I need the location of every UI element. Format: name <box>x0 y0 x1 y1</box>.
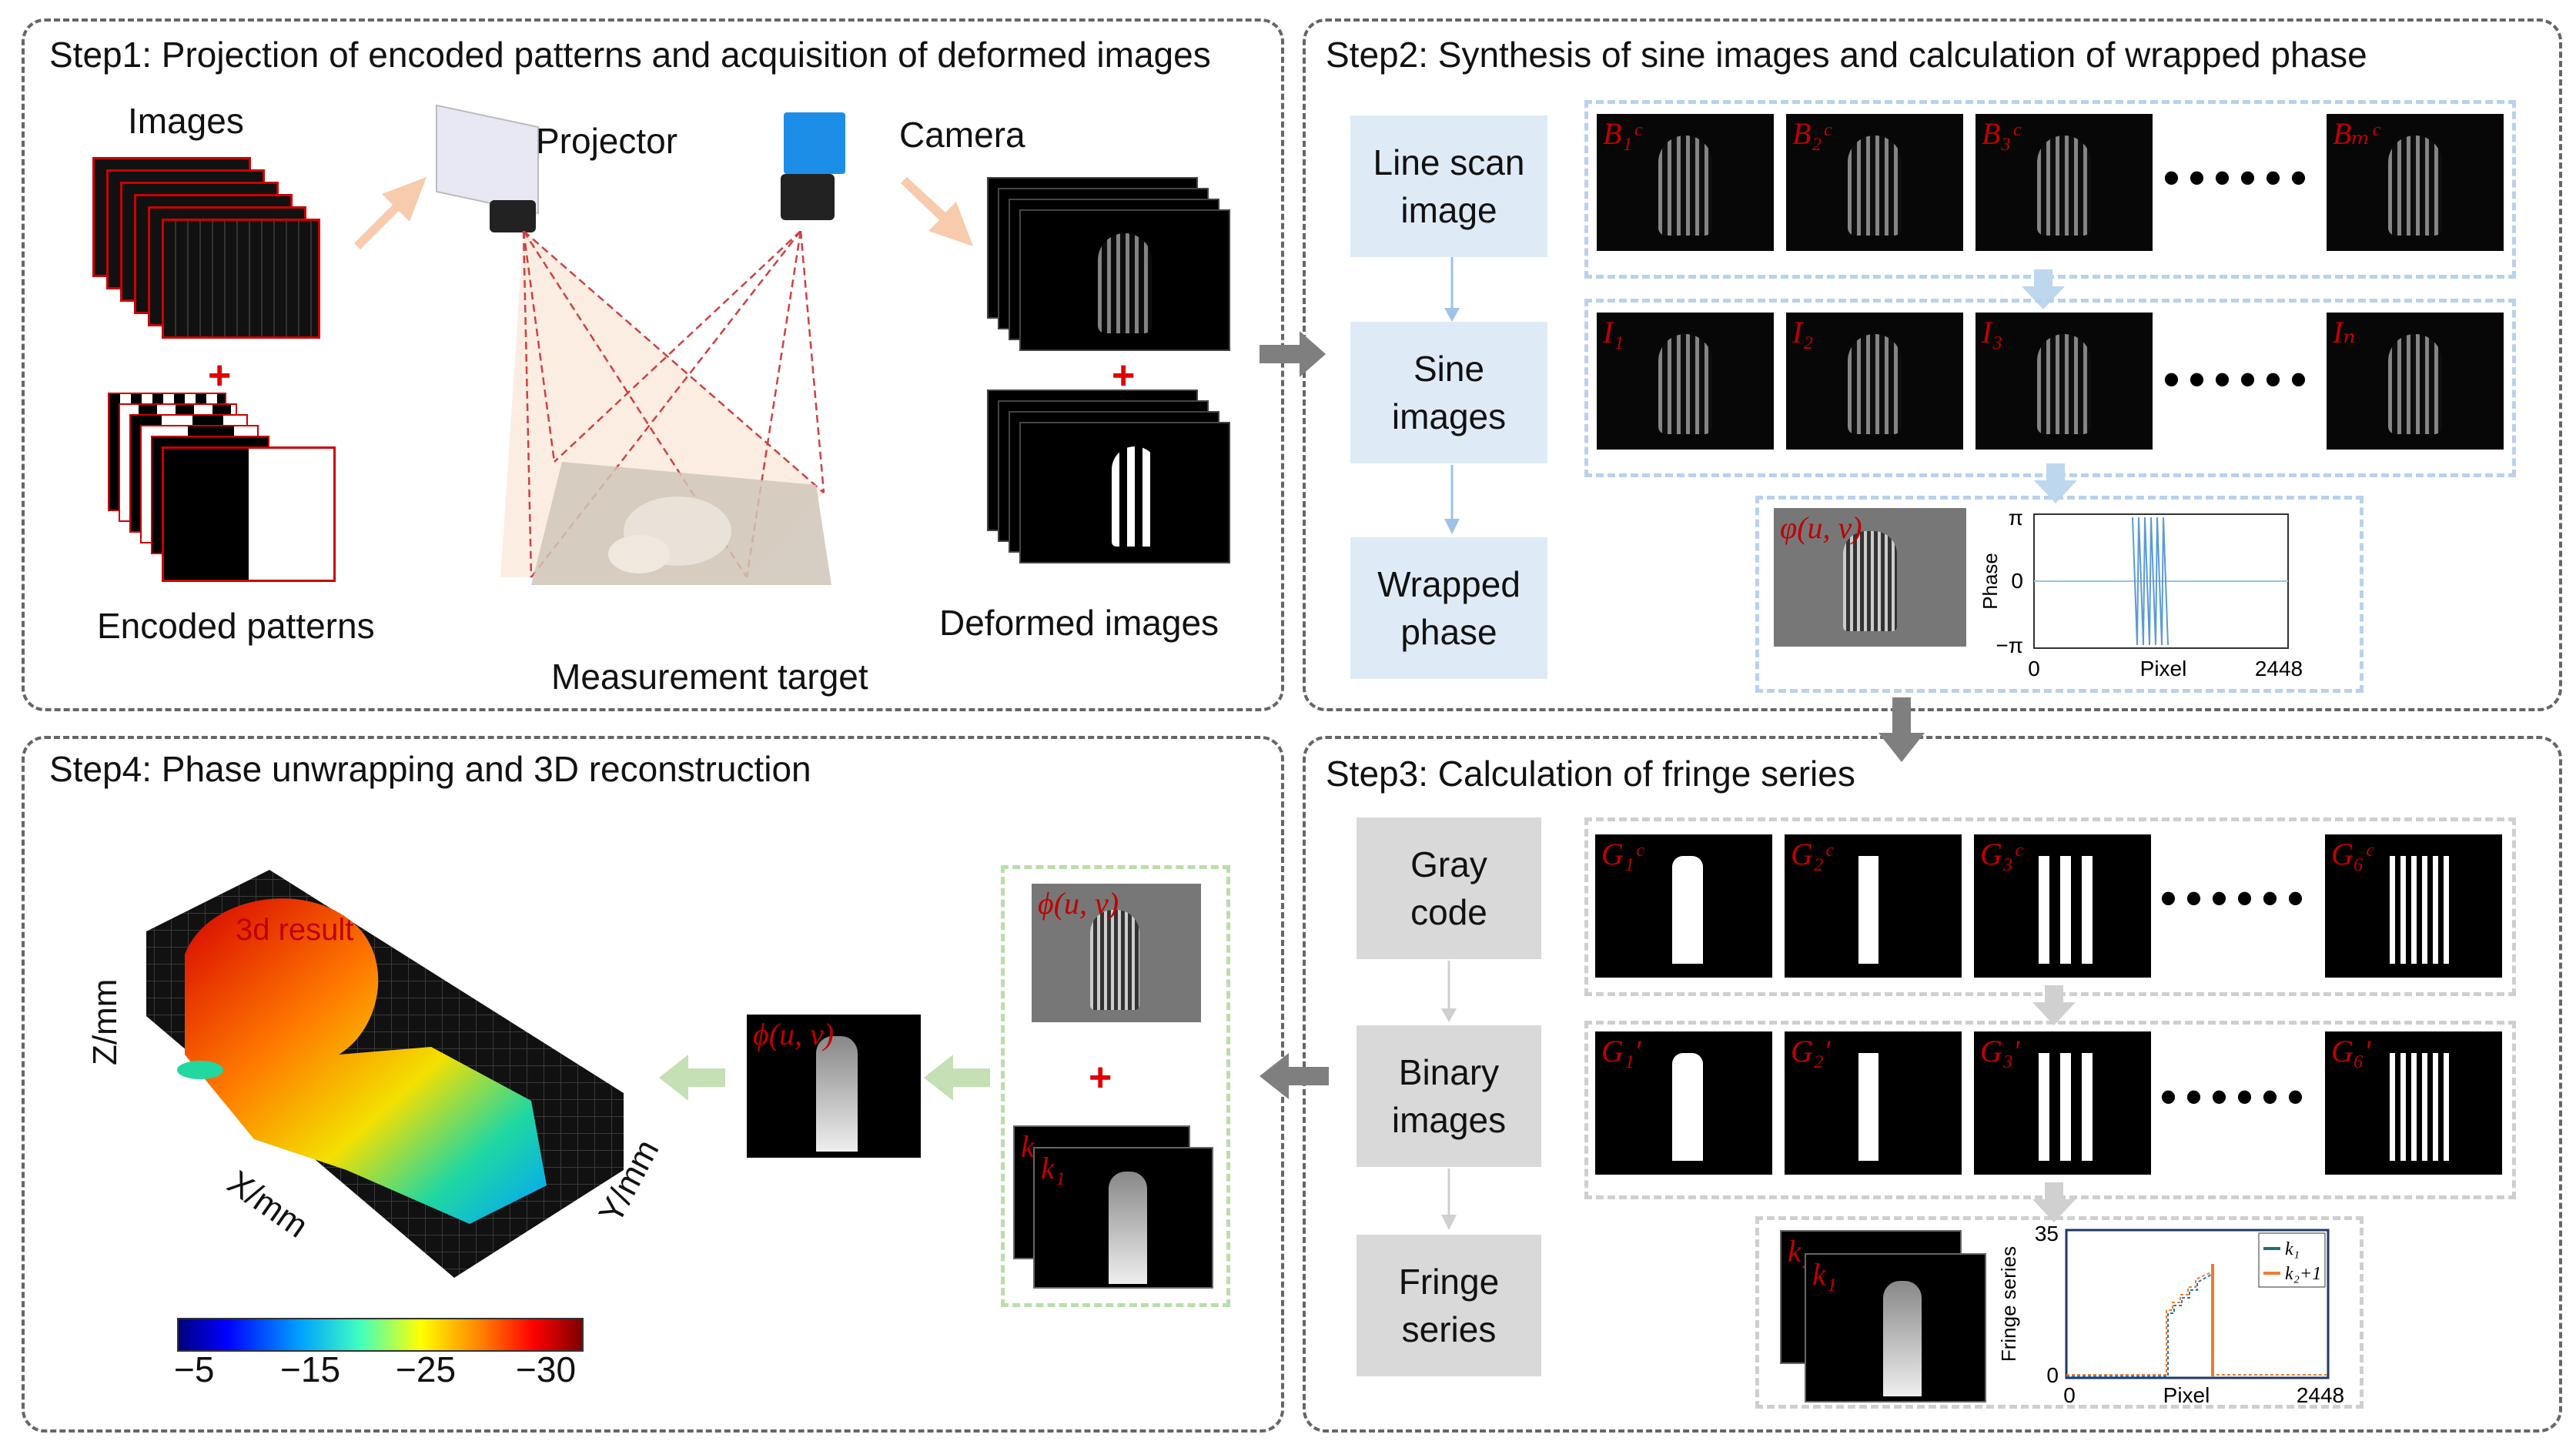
phase-xlabel: Pixel <box>2140 657 2187 680</box>
i-ellipsis: •••••• <box>2163 353 2317 405</box>
phase-plot: π 0 −π Phase 0 2448 Pixel <box>1979 506 2303 680</box>
step1-panel <box>22 18 1284 711</box>
phase-xtick-2448: 2448 <box>2255 657 2303 680</box>
step1-title: Step1: Projection of encoded patterns an… <box>49 35 1211 75</box>
encoded-patterns-stack <box>108 393 339 593</box>
unwrapped-phi-image: ϕ(u, v) <box>747 1015 921 1158</box>
phase-ylabel: Phase <box>1979 553 2002 610</box>
3d-result-plot <box>146 870 624 1278</box>
arrow-to-deformed <box>901 177 973 246</box>
phase-xtick-0: 0 <box>2028 657 2040 680</box>
box-sine-images: Sine images <box>1350 322 1547 463</box>
colorbar-tick-neg25: −25 <box>396 1349 457 1389</box>
gc6-image: G₆ᶜ <box>2325 834 2502 978</box>
fringe-ylabel: Fringe series <box>1997 1246 2020 1362</box>
i3-image: I₃ <box>1975 313 2153 450</box>
arrow-green-1 <box>924 1055 990 1101</box>
arrow-to-projector <box>354 177 427 249</box>
colorbar-tick-neg5: −5 <box>174 1349 215 1389</box>
deformed-images-stack-top <box>987 177 1233 362</box>
fringe-ytick-35: 35 <box>2035 1222 2059 1245</box>
k1-image: k₁ <box>1805 1253 1986 1403</box>
deformed-images-stack-bottom <box>987 389 1233 590</box>
bc1-image: B₁ᶜ <box>1597 114 1774 251</box>
measurement-target <box>531 462 831 585</box>
fringe-legend-k2plus1: k₂+1 <box>2285 1264 2321 1284</box>
colorbar-tick-neg30: −30 <box>516 1349 577 1389</box>
arrow-green-2 <box>659 1055 725 1101</box>
wrapped-phase-image: φ(u, v) <box>1774 508 1966 647</box>
arrow-gc-to-gprime <box>2032 985 2076 1025</box>
arrow-i-to-phase <box>2034 463 2077 503</box>
box-binary-images: Binary images <box>1357 1025 1541 1167</box>
camera-icon <box>770 112 855 236</box>
gp3-image: G₃′ <box>1974 1031 2151 1175</box>
z-axis-label: Z/mm <box>86 978 124 1065</box>
colorbar-tick-neg15: −15 <box>280 1349 341 1389</box>
gp1-image: G₁′ <box>1595 1031 1772 1175</box>
images-stack <box>92 157 354 357</box>
arrow-step3-to-step4 <box>1260 1053 1329 1099</box>
bc3-image: B₃ᶜ <box>1975 114 2153 251</box>
i1-image: I₁ <box>1597 313 1774 450</box>
fringe-xtick-2448: 2448 <box>2297 1383 2344 1407</box>
arrow-gprime-to-fringe <box>2032 1182 2076 1222</box>
phase-ytick-neg-pi: −π <box>1996 634 2023 657</box>
in-image: Iₙ <box>2327 313 2504 450</box>
camera-label: Camera <box>899 115 1025 155</box>
step3-title: Step3: Calculation of fringe series <box>1326 754 1855 794</box>
projector-icon <box>428 104 544 232</box>
gc-ellipsis: •••••• <box>2160 872 2313 924</box>
wrapped-phi-image: ϕ(u, v) <box>1032 884 1201 1022</box>
bc2-image: B₂ᶜ <box>1786 114 1963 251</box>
step4-title: Step4: Phase unwrapping and 3D reconstru… <box>49 749 811 789</box>
phase-ytick-0: 0 <box>2011 569 2023 593</box>
fringe-xlabel: Pixel <box>2163 1383 2210 1407</box>
box-wrapped-phase: Wrapped phase <box>1350 537 1547 679</box>
gc2-image: G₂ᶜ <box>1785 834 1962 978</box>
fringe-series-group <box>1755 1216 2364 1409</box>
gp6-image: G₆′ <box>2325 1031 2502 1175</box>
bcm-image: Bₘᶜ <box>2327 114 2504 251</box>
images-plus: + <box>208 353 232 398</box>
arrow-bc-to-i <box>2022 269 2065 309</box>
colorbar <box>177 1318 584 1352</box>
arrow-step1-to-step2 <box>1260 331 1326 377</box>
phase-ytick-pi: π <box>2009 506 2023 530</box>
i2-image: I₂ <box>1786 313 1963 450</box>
phase-wraps <box>2132 517 2169 646</box>
gp2-image: G₂′ <box>1785 1031 1962 1175</box>
box-fringe-series: Fringe series <box>1357 1235 1541 1376</box>
bc-ellipsis: •••••• <box>2163 152 2317 203</box>
box-gray-code: Gray code <box>1357 817 1541 959</box>
k1-image-step4: k₁ <box>1033 1147 1213 1289</box>
step2-title: Step2: Synthesis of sine images and calc… <box>1326 35 2367 75</box>
step2-flow-arrows <box>1444 257 1460 534</box>
gprime-ellipsis: •••••• <box>2160 1071 2313 1122</box>
gc3-image: G₃ᶜ <box>1974 834 2151 978</box>
fringe-ytick-0: 0 <box>2046 1363 2059 1387</box>
fringe-plot: k₁ k₂+1 35 0 Fringe series 0 Pixel 2448 <box>1997 1222 2344 1407</box>
3d-result-label: 3d result <box>236 913 354 947</box>
fringe-legend-k1: k₁ <box>2285 1239 2300 1259</box>
gc1-image: G₁ᶜ <box>1595 834 1772 978</box>
step3-flow-arrows <box>1441 961 1457 1230</box>
fringe-xtick-0: 0 <box>2063 1383 2076 1407</box>
arrow-step2-to-step3 <box>1878 697 1925 762</box>
images-label: Images <box>128 101 244 141</box>
encoded-patterns-label: Encoded patterns <box>97 606 375 646</box>
deformed-images-label: Deformed images <box>939 603 1219 643</box>
box-line-scan-image: Line scan image <box>1350 115 1547 257</box>
phase-inputs-group <box>1001 865 1230 1307</box>
measurement-target-label: Measurement target <box>551 657 868 697</box>
wrapped-phase-group <box>1755 496 2364 693</box>
projector-label: Projector <box>536 121 678 161</box>
phase-plus: + <box>1089 1055 1112 1100</box>
